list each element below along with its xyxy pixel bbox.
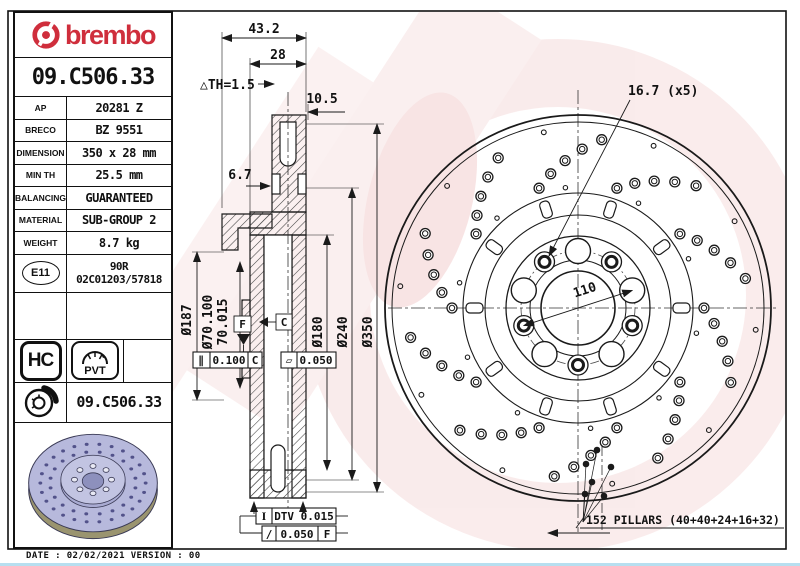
row-value: GUARANTEED <box>85 190 153 205</box>
runout-symbol: ∕ <box>266 528 273 541</box>
dim-dia-240: Ø240 <box>336 316 351 348</box>
vented-disc-icon <box>82 351 108 365</box>
row-value: BZ 9551 <box>95 123 143 138</box>
brand-wordmark: brembo <box>64 19 157 50</box>
badges-row: HC PVT <box>15 339 171 383</box>
product-render-cell <box>15 423 171 548</box>
disc-3d-render <box>28 433 158 539</box>
parallelism-value: 0.100 <box>212 354 245 367</box>
bottom-part-number: 09.C506.33 <box>76 393 162 411</box>
dim-bore-lower: 70.015 <box>216 299 231 346</box>
parallelism-symbol: ∥ <box>198 354 204 367</box>
bottom-part-row: 09.C506.33 <box>15 382 171 423</box>
dim-dia-350: Ø350 <box>361 316 376 348</box>
table-row: AP 20281 Z <box>15 97 171 120</box>
dim-disc-thickness: 28 <box>270 48 286 63</box>
row-label: BALANCING <box>15 187 67 209</box>
table-row: BALANCING GUARANTEED <box>15 187 171 210</box>
brembo-logo-icon <box>32 21 60 49</box>
datum-f-label: F <box>239 318 246 331</box>
table-row: MIN TH 25.5 mm <box>15 164 171 187</box>
dim-6-7: 6.7 <box>228 168 251 183</box>
pvt-label: PVT <box>84 365 106 377</box>
dim-hole-diameter: 16.7 (x5) <box>628 84 698 99</box>
brake-disc-icon <box>24 385 59 418</box>
row-label: AP <box>15 97 67 119</box>
homologation-row: E11 90R 02C01203/57818 <box>15 254 171 293</box>
hc-badge: HC <box>19 340 62 381</box>
empty-row <box>15 292 171 340</box>
e-mark-badge: E11 <box>21 261 60 285</box>
dim-dia-187: Ø187 <box>180 304 195 336</box>
row-value: 350 x 28 mm <box>82 145 156 160</box>
dtv-symbol: I <box>262 509 267 523</box>
row-value: 8.7 kg <box>98 235 140 250</box>
homologation-line1: 90R <box>109 260 129 273</box>
row-value: 25.5 mm <box>95 168 143 183</box>
bottom-blue-strip <box>0 563 800 566</box>
dim-dia-180: Ø180 <box>311 316 326 348</box>
dtv-value: DTV 0.015 <box>274 510 334 523</box>
datum-c-label: C <box>281 316 288 329</box>
table-row: DIMENSION 350 x 28 mm <box>15 142 171 165</box>
flatness-symbol: ▱ <box>286 354 293 367</box>
runout-value: 0.050 <box>280 528 313 541</box>
spec-panel: brembo 09.C506.33 AP 20281 Z BRECO BZ 95… <box>13 11 173 549</box>
part-number: 09.C506.33 <box>15 58 171 97</box>
dim-overall-thickness: 43.2 <box>248 22 279 37</box>
sheet-border <box>7 10 787 550</box>
runout-datum: F <box>324 528 331 541</box>
row-value: 20281 Z <box>95 100 143 115</box>
homologation-line2: 02C01203/57818 <box>76 273 162 286</box>
front-view <box>384 90 784 537</box>
row-label: MIN TH <box>15 164 67 186</box>
date-version-line: DATE : 02/02/2021 VERSION : 00 <box>26 551 201 561</box>
row-label: MATERIAL <box>15 209 67 231</box>
brand-header: brembo <box>15 13 171 58</box>
table-row: MATERIAL SUB-GROUP 2 <box>15 209 171 232</box>
pvt-badge: PVT <box>71 341 119 380</box>
dim-hat-depth: 10.5 <box>306 92 337 107</box>
row-label: BRECO <box>15 119 67 141</box>
table-row: BRECO BZ 9551 <box>15 119 171 142</box>
table-row: WEIGHT 8.7 kg <box>15 232 171 255</box>
dim-pcd: 110 <box>571 280 598 302</box>
flatness-value: 0.050 <box>299 354 332 367</box>
row-label: WEIGHT <box>15 232 67 254</box>
row-value: SUB-GROUP 2 <box>82 213 156 228</box>
section-dimensions <box>192 32 384 542</box>
row-label: DIMENSION <box>15 142 67 164</box>
dim-bore-upper: Ø70.100 <box>201 294 216 350</box>
parallelism-datum: C <box>252 354 259 367</box>
pillars-note: 152 PILLARS (40+40+24+16+32) <box>586 513 780 527</box>
dim-th-delta: △TH=1.5 <box>200 78 255 93</box>
